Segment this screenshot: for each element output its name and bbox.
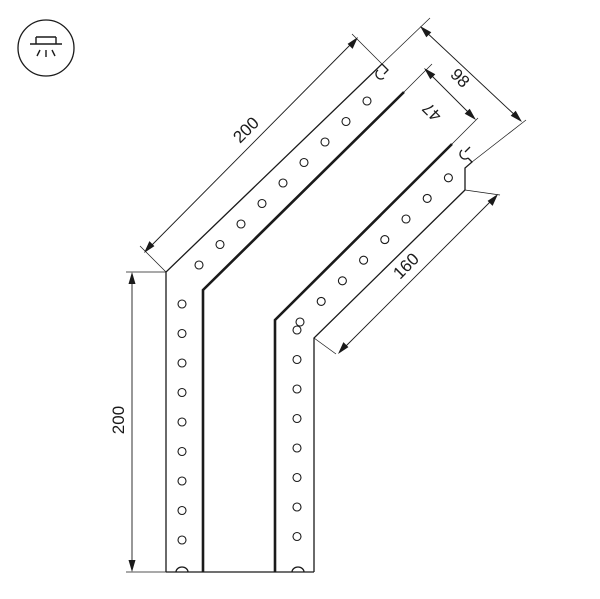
mounting-hole (401, 214, 411, 224)
mounting-hole (177, 328, 187, 339)
mounting-hole (337, 276, 347, 286)
ceiling-mount-icon (17, 19, 75, 77)
mounting-hole (177, 446, 187, 457)
mounting-hole (236, 219, 246, 229)
mounting-hole (359, 255, 369, 265)
mounting-hole (292, 502, 302, 512)
mounting-hole (443, 173, 453, 183)
dimension-vertical-length: 200 (109, 271, 166, 573)
dimension-angled-length: 200 (139, 33, 383, 273)
mounting-hole (177, 417, 187, 427)
mounting-hole (422, 193, 432, 203)
mounting-hole (380, 235, 390, 245)
mounting-hole (177, 299, 187, 309)
dimension-total-width: 98 (381, 17, 527, 163)
mounting-hole (194, 260, 204, 270)
mounting-hole (177, 476, 187, 486)
mounting-hole (257, 198, 267, 209)
mounting-hole (177, 505, 187, 516)
mounting-hole (177, 358, 187, 368)
mounting-hole (292, 325, 302, 335)
mounting-hole (316, 296, 326, 306)
mounting-hole (292, 531, 302, 542)
mounting-hole (341, 116, 351, 127)
mounting-hole (292, 443, 302, 453)
total-width-label: 98 (446, 65, 473, 92)
mounting-hole (295, 317, 305, 327)
mounting-holes (177, 96, 453, 545)
mounting-hole (177, 387, 187, 398)
mounting-hole (215, 239, 225, 250)
mounting-hole (278, 178, 288, 188)
mounting-hole (299, 157, 309, 168)
mounting-hole (320, 137, 330, 147)
groove-width-label: 47 (419, 98, 446, 125)
vertical-length-label: 200 (109, 406, 128, 434)
mounting-hole (292, 354, 302, 365)
mounting-hole (177, 535, 187, 545)
mounting-hole (362, 96, 372, 106)
mounting-hole (292, 384, 302, 394)
inner-length-label: 160 (389, 249, 422, 282)
channel-walls (201, 91, 453, 572)
profile-body (165, 63, 473, 573)
mounting-hole (292, 472, 302, 483)
mounting-hole (292, 413, 302, 424)
angled-length-label: 200 (229, 113, 262, 146)
